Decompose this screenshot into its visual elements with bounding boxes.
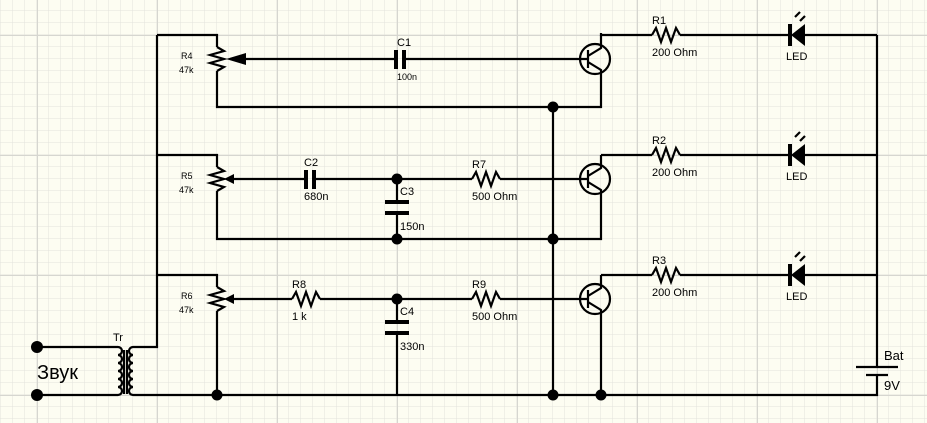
resistor-r3[interactable]: R3 200 Ohm xyxy=(651,255,697,299)
r9-value: 500 Ohm xyxy=(472,311,517,323)
r9-label: R9 xyxy=(472,279,486,291)
c1-value: 100n xyxy=(397,72,417,82)
c2-value: 680n xyxy=(304,191,328,203)
transformer[interactable]: Tr xyxy=(113,332,134,397)
c3-label: C3 xyxy=(400,186,414,198)
resistor-r2[interactable]: R2 200 Ohm xyxy=(651,135,697,179)
transformer-label: Tr xyxy=(113,332,123,344)
r4-value: 47k xyxy=(179,65,194,75)
led-1[interactable]: LED xyxy=(786,11,807,63)
input-terminal-top[interactable] xyxy=(31,341,43,353)
r2-value: 200 Ohm xyxy=(652,167,697,179)
battery-label: Bat xyxy=(884,348,904,363)
potentiometer-r6[interactable]: R6 47k xyxy=(179,286,234,315)
r6-label: R6 xyxy=(181,291,193,301)
r7-label: R7 xyxy=(472,159,486,171)
r1-value: 200 Ohm xyxy=(652,47,697,59)
potentiometer-r5[interactable]: R5 47k xyxy=(179,166,234,195)
r4-label: R4 xyxy=(181,51,193,61)
led-1-label: LED xyxy=(786,51,807,63)
capacitor-c3[interactable]: C3 150n xyxy=(385,186,424,233)
resistor-r8[interactable]: R8 1 k xyxy=(291,279,321,323)
resistor-r7[interactable]: R7 500 Ohm xyxy=(471,159,517,203)
potentiometer-r4[interactable]: R4 47k xyxy=(179,46,246,75)
resistor-r1[interactable]: R1 200 Ohm xyxy=(651,15,697,59)
r7-value: 500 Ohm xyxy=(472,191,517,203)
r1-label: R1 xyxy=(652,15,666,27)
r8-label: R8 xyxy=(292,279,306,291)
c1-label: C1 xyxy=(397,37,411,49)
led-2-label: LED xyxy=(786,171,807,183)
battery-value: 9V xyxy=(884,378,900,393)
led-3[interactable]: LED xyxy=(786,251,807,303)
r6-value: 47k xyxy=(179,305,194,315)
c3-value: 150n xyxy=(400,221,424,233)
r3-value: 200 Ohm xyxy=(652,287,697,299)
battery[interactable]: Bat 9V xyxy=(856,348,904,393)
c4-label: C4 xyxy=(400,306,414,318)
r5-label: R5 xyxy=(181,171,193,181)
capacitor-c4[interactable]: C4 330n xyxy=(385,306,424,353)
transistor-q1[interactable] xyxy=(578,35,612,85)
wires xyxy=(37,33,879,397)
c2-label: C2 xyxy=(304,157,318,169)
r3-label: R3 xyxy=(652,255,666,267)
led-3-label: LED xyxy=(786,291,807,303)
capacitor-c2[interactable]: C2 680n xyxy=(304,157,328,203)
junctions xyxy=(211,101,607,401)
input-label: Звук xyxy=(37,362,78,384)
led-2[interactable]: LED xyxy=(786,131,807,183)
capacitor-c1[interactable]: C1 100n xyxy=(394,37,417,82)
resistor-r9[interactable]: R9 500 Ohm xyxy=(471,279,517,323)
transistor-q2[interactable] xyxy=(578,155,612,205)
transistor-q3[interactable] xyxy=(578,275,612,325)
r2-label: R2 xyxy=(652,135,666,147)
input-terminal-bottom[interactable] xyxy=(31,389,43,401)
r5-value: 47k xyxy=(179,185,194,195)
r8-value: 1 k xyxy=(292,311,307,323)
c4-value: 330n xyxy=(400,341,424,353)
